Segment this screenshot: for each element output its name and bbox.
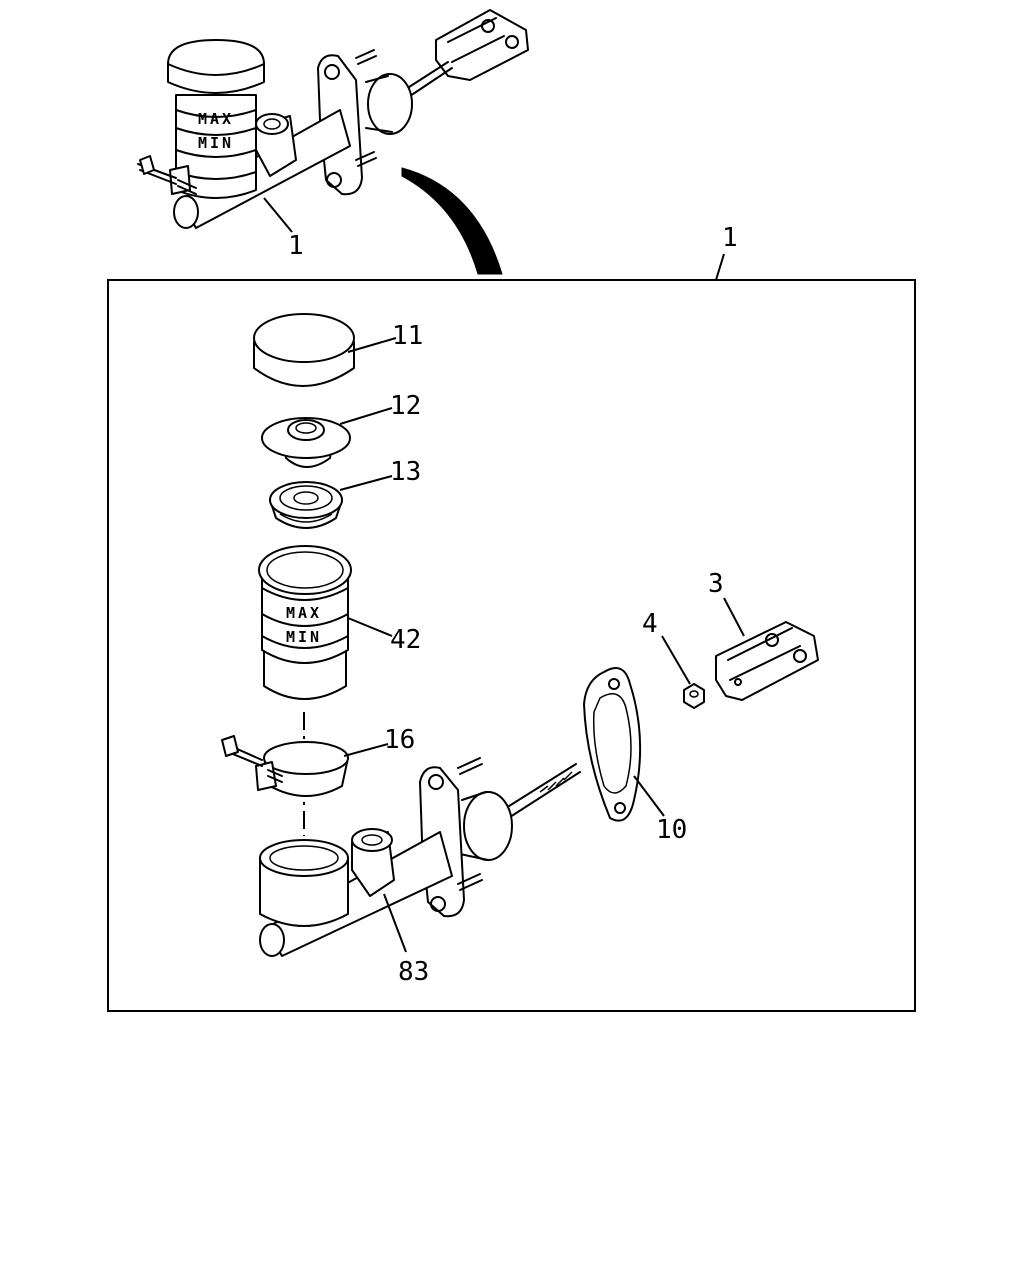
seal-cup-callout: 13 [390,457,421,487]
part-clevis: 3 [708,569,819,701]
top-clamp-bolt [137,155,197,195]
part-gasket: 10 [583,667,687,845]
part-seal-cup: 13 [269,457,421,529]
top-boot [365,73,413,135]
part-clamp: 16 [221,725,415,797]
part-diaphragm: 12 [261,391,421,468]
gasket-callout: 10 [656,815,687,845]
part-cylinder-body: 83 [259,757,581,987]
box-assembly-callout: 1 [722,223,738,253]
reservoir-callout: 42 [390,625,421,655]
top-reservoir: MAX MIN [167,39,265,199]
nut-callout: 4 [642,609,658,639]
part-nut: 4 [642,609,705,709]
top-max-marking: MAX [198,110,234,128]
top-clevis [435,9,529,81]
top-assembly-callout: 1 [288,231,304,261]
cylinder-body-callout: 83 [398,957,429,987]
reservoir-max-marking: MAX [286,604,322,622]
reservoir-min-marking: MIN [286,628,322,646]
assembled-master-cylinder: MAX MIN 1 [137,9,529,261]
diaphragm-callout: 12 [390,391,421,421]
top-assembly-leader [263,197,293,233]
exploded-view-frame [107,279,916,1012]
box-assembly-leader [715,253,725,281]
part-cap: 11 [253,313,423,387]
top-min-marking: MIN [198,134,234,152]
clamp-callout: 16 [384,725,415,755]
clevis-callout: 3 [708,569,724,599]
transfer-arrow [401,167,503,275]
part-reservoir: MAX MIN 42 [258,545,421,700]
cap-callout: 11 [392,321,423,351]
